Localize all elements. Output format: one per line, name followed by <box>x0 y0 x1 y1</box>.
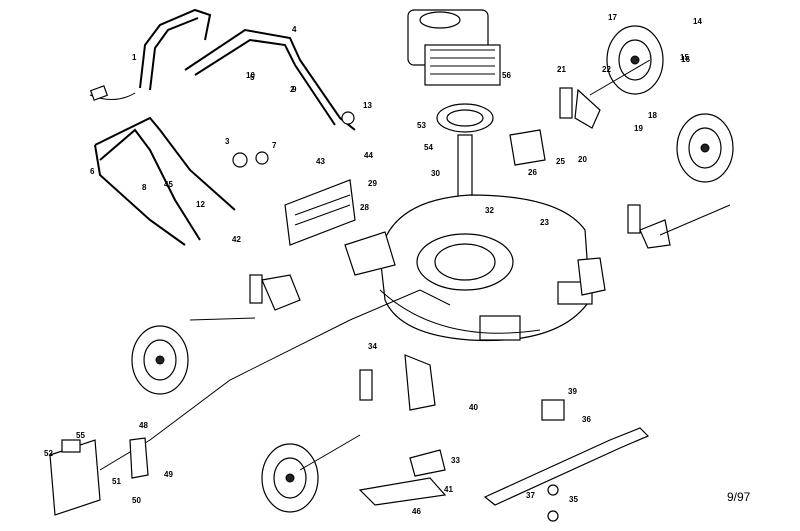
svg-text:1: 1 <box>132 53 137 62</box>
svg-text:28: 28 <box>360 203 369 212</box>
svg-text:29: 29 <box>368 179 377 188</box>
svg-text:37: 37 <box>526 491 535 500</box>
engine <box>407 9 501 236</box>
height-adjusters <box>249 87 671 411</box>
svg-text:49: 49 <box>164 470 173 479</box>
svg-text:50: 50 <box>132 496 141 505</box>
svg-text:14: 14 <box>693 17 702 26</box>
svg-text:45: 45 <box>164 180 173 189</box>
svg-text:33: 33 <box>451 456 460 465</box>
svg-text:3: 3 <box>225 137 230 146</box>
blade <box>483 399 650 522</box>
svg-text:53: 53 <box>417 121 426 130</box>
control-box <box>49 437 149 516</box>
svg-text:55: 55 <box>76 431 85 440</box>
svg-text:2: 2 <box>290 85 295 94</box>
svg-text:9/97: 9/97 <box>727 490 751 504</box>
wheel-right <box>676 113 734 183</box>
svg-text:26: 26 <box>528 168 537 177</box>
svg-text:51: 51 <box>112 477 121 486</box>
svg-text:13: 13 <box>363 101 372 110</box>
svg-text:40: 40 <box>469 403 478 412</box>
svg-text:12: 12 <box>196 200 205 209</box>
svg-text:34: 34 <box>368 342 377 351</box>
svg-text:6: 6 <box>90 167 95 176</box>
svg-text:30: 30 <box>431 169 440 178</box>
wheel-top-right <box>606 25 664 95</box>
svg-text:9: 9 <box>292 85 297 94</box>
mower-deck <box>344 194 593 342</box>
svg-text:23: 23 <box>540 218 549 227</box>
svg-text:43: 43 <box>316 157 325 166</box>
svg-text:52: 52 <box>44 449 53 458</box>
svg-text:44: 44 <box>364 151 373 160</box>
svg-text:56: 56 <box>502 71 511 80</box>
wheel-left <box>131 325 189 395</box>
baffle <box>358 477 447 506</box>
lower-handle <box>94 111 355 246</box>
svg-text:36: 36 <box>582 415 591 424</box>
svg-text:7: 7 <box>272 141 277 150</box>
svg-text:41: 41 <box>444 485 453 494</box>
svg-text:48: 48 <box>139 421 148 430</box>
svg-text:25: 25 <box>556 157 565 166</box>
svg-text:35: 35 <box>569 495 578 504</box>
svg-text:20: 20 <box>578 155 587 164</box>
svg-text:54: 54 <box>424 143 433 152</box>
svg-text:42: 42 <box>232 235 241 244</box>
svg-text:22: 22 <box>602 65 611 74</box>
upper-handle <box>89 8 356 131</box>
svg-text:10: 10 <box>246 71 255 80</box>
svg-text:46: 46 <box>412 507 421 516</box>
svg-text:17: 17 <box>608 13 617 22</box>
callout-labels: 1 2 3 4 5 6 7 8 9 10 12 13 14 15 16 17 1… <box>44 13 751 516</box>
svg-text:19: 19 <box>634 124 643 133</box>
svg-text:4: 4 <box>292 25 297 34</box>
svg-text:32: 32 <box>485 206 494 215</box>
svg-text:8: 8 <box>142 183 147 192</box>
svg-text:39: 39 <box>568 387 577 396</box>
svg-text:16: 16 <box>681 55 690 64</box>
svg-text:15: 15 <box>680 53 689 62</box>
svg-text:5: 5 <box>250 73 255 82</box>
wheel-bottom <box>261 443 319 513</box>
svg-text:21: 21 <box>557 65 566 74</box>
svg-text:18: 18 <box>648 111 657 120</box>
rear-shield <box>284 179 356 246</box>
